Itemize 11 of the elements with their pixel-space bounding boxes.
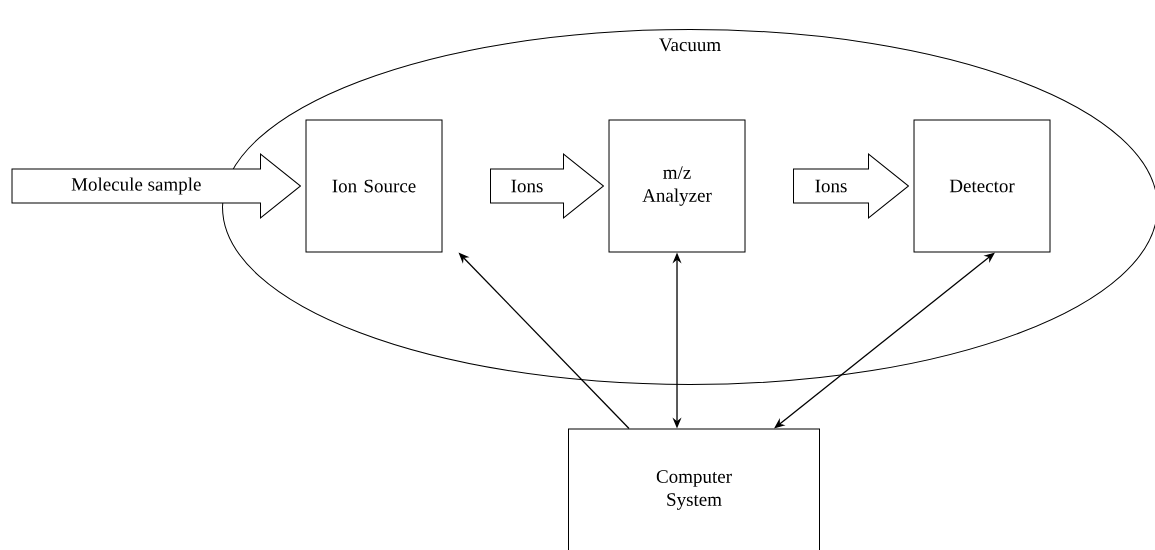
block-arrow: [490, 153, 604, 219]
arrow: [774, 252, 995, 429]
component-box: Computer System: [568, 428, 820, 550]
component-box: Ion Source: [305, 119, 443, 253]
edge-label: Molecule sample: [71, 177, 201, 195]
component-box: Detector: [913, 119, 1051, 253]
component-box: m/z Analyzer: [608, 119, 746, 253]
edge-label: Ions: [511, 179, 543, 193]
block-arrow: [793, 153, 909, 219]
edge-label: Ions: [815, 179, 847, 193]
block-arrow: [11, 153, 301, 219]
